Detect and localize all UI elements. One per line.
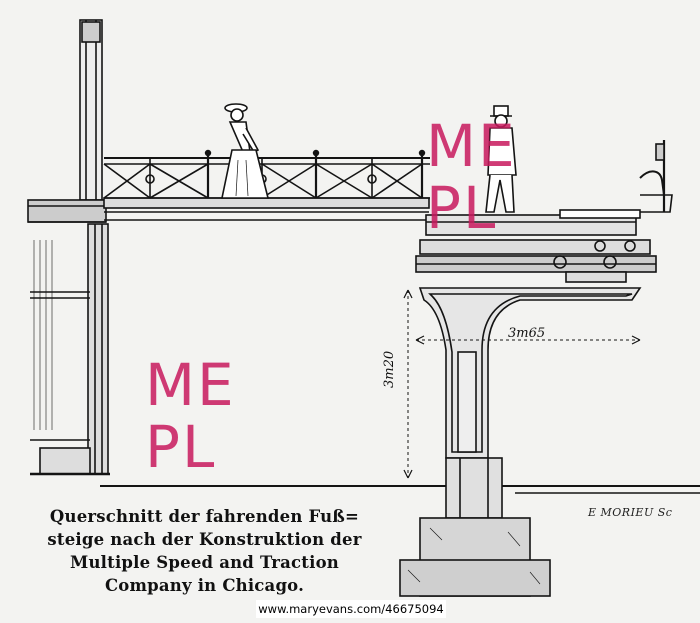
woman-figure xyxy=(221,103,270,199)
caption: Querschnitt der fahrenden Fuß= steige na… xyxy=(32,505,377,597)
moving-platform xyxy=(415,140,673,283)
caption-line: steige nach der Konstruktion der xyxy=(47,530,362,549)
vertical-dimension-label: 3m20 xyxy=(382,350,397,388)
watermark-logo: ME PL xyxy=(426,117,517,237)
man-figure xyxy=(485,105,517,213)
credit-url: www.maryevans.com/46675094 xyxy=(256,600,446,618)
watermark-logo: ME PL xyxy=(145,356,236,476)
engraver-signature: E MORIEU Sc xyxy=(588,506,673,519)
watermark-line-2: PL xyxy=(145,413,217,481)
left-building xyxy=(27,19,110,476)
walkway-railing xyxy=(103,149,430,199)
watermark-line-1: ME xyxy=(145,351,236,419)
watermark-line-2: PL xyxy=(426,174,498,242)
support-pillar xyxy=(399,287,642,597)
caption-line: Multiple Speed and Traction xyxy=(70,553,339,572)
walkway-deck xyxy=(103,197,430,221)
dimension-lines xyxy=(407,290,640,478)
caption-line: Querschnitt der fahrenden Fuß= xyxy=(49,507,360,526)
horizontal-dimension-label: 3m65 xyxy=(508,326,546,341)
caption-line: Company in Chicago. xyxy=(104,576,305,595)
watermark-line-1: ME xyxy=(426,112,517,180)
